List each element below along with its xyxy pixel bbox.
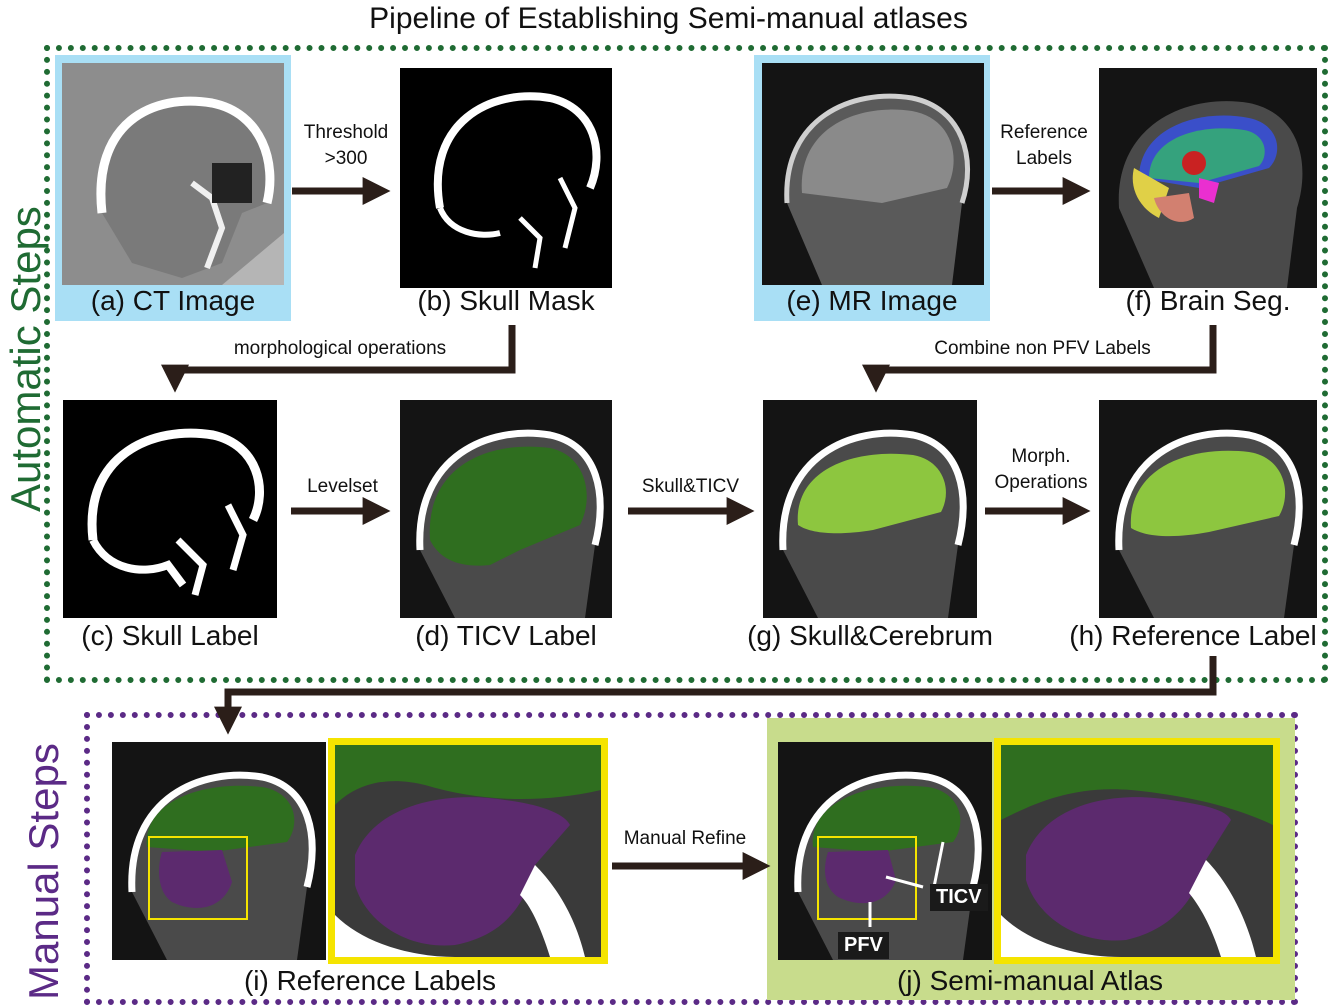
reference-label-line1: Reference	[1000, 122, 1088, 143]
semi-manual-atlas-zoom	[994, 738, 1280, 964]
caption-j: (j) Semi-manual Atlas	[896, 965, 1164, 996]
mr-image	[762, 63, 984, 285]
caption-b: (b) Skull Mask	[417, 285, 595, 316]
skull-mask-image	[400, 68, 612, 288]
caption-d: (d) TICV Label	[415, 620, 597, 651]
semi-manual-atlas-image	[778, 742, 992, 960]
threshold-label-line2: >300	[324, 148, 368, 169]
caption-h: (h) Reference Label	[1069, 620, 1317, 651]
brain-seg-image	[1099, 68, 1317, 288]
caption-e: (e) MR Image	[786, 285, 958, 316]
caption-g: (g) Skull&Cerebrum	[747, 620, 993, 651]
levelset-label: Levelset	[307, 476, 378, 497]
reference-labels-label: Reference Labels	[984, 120, 1104, 172]
pfv-callout: PFV	[838, 932, 889, 959]
morph-label-line1: Morph.	[1011, 446, 1071, 467]
automatic-steps-label: Automatic Steps	[2, 206, 49, 512]
ticv-callout: TICV	[930, 884, 988, 911]
combine-labels-label: Combine non PFV Labels	[934, 338, 1151, 359]
skull-cerebrum-image	[763, 400, 977, 618]
threshold-label: Threshold >300	[290, 120, 402, 172]
reference-labels-zoom	[328, 738, 608, 964]
morph-operations-label: Morph. Operations	[980, 444, 1102, 496]
manual-refine-label: Manual Refine	[623, 828, 747, 849]
morph-label-line2: Operations	[994, 472, 1088, 493]
figure-title: Pipeline of Establishing Semi-manual atl…	[369, 2, 968, 35]
skull-ticv-label: Skull&TICV	[641, 476, 740, 497]
caption-i: (i) Reference Labels	[243, 965, 497, 996]
ticv-label-image	[400, 400, 612, 618]
ct-image	[62, 63, 284, 285]
morphological-operations-label: morphological operations	[233, 338, 447, 359]
skull-label-image	[63, 400, 277, 618]
reference-label-image	[1099, 400, 1317, 618]
caption-a: (a) CT Image	[90, 285, 256, 316]
reference-label-line2: Labels	[1016, 148, 1072, 169]
reference-labels-image	[112, 742, 326, 960]
caption-c: (c) Skull Label	[81, 620, 259, 651]
manual-steps-label: Manual Steps	[20, 743, 67, 1000]
threshold-label-line1: Threshold	[303, 122, 389, 143]
caption-f: (f) Brain Seg.	[1125, 285, 1291, 316]
